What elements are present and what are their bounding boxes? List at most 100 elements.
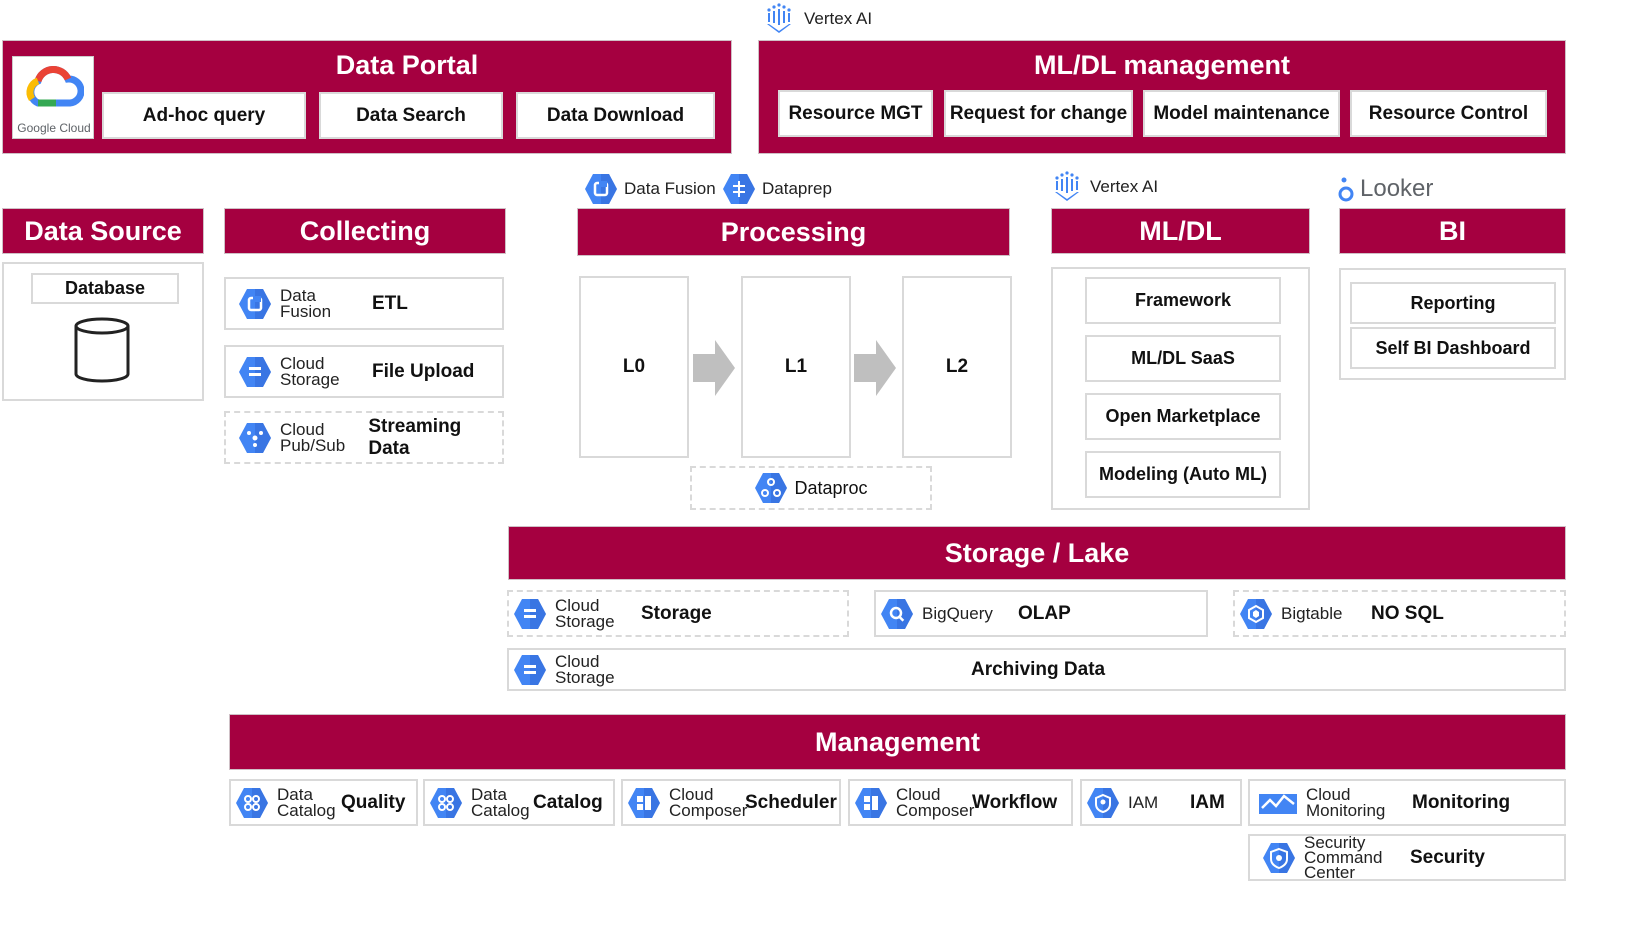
adhoc-query-button[interactable]: Ad-hoc query — [102, 92, 306, 139]
mgmt-svc1: Cloud — [669, 784, 714, 804]
data-fusion-icon — [584, 172, 618, 206]
data-catalog-icon — [235, 786, 269, 820]
cloud-storage-icon — [238, 355, 272, 389]
file-upload-label: File Upload — [372, 360, 475, 382]
model-maintenance-button[interactable]: Model maintenance — [1143, 90, 1340, 137]
looker-logo: Looker — [1338, 172, 1433, 206]
iam-svc-label: IAM — [1128, 792, 1159, 812]
storage-svc2: Storage — [555, 611, 615, 631]
modeling-automl-item: Modeling (Auto ML) — [1085, 451, 1281, 498]
open-marketplace-item: Open Marketplace — [1085, 393, 1281, 440]
database-icon — [74, 317, 130, 383]
security-role: Security — [1410, 846, 1485, 868]
vertex-ai-top-label: Vertex AI — [762, 2, 872, 36]
mgmt-cell-security: Security Command Center Security — [1248, 834, 1566, 881]
database-label: Database — [31, 273, 179, 304]
nosql-role: NO SQL — [1371, 602, 1444, 624]
data-fusion-icon — [238, 287, 272, 321]
olap-role: OLAP — [1018, 602, 1071, 624]
framework-item: Framework — [1085, 277, 1281, 324]
processing-tool-data-fusion: Data Fusion — [584, 172, 716, 206]
dataproc-box: Dataproc — [690, 466, 932, 510]
google-cloud-logo: Google Cloud — [12, 56, 94, 139]
collecting-svc2: Fusion — [280, 301, 332, 321]
dataprep-icon — [722, 172, 756, 206]
storage-svc1: Cloud — [555, 595, 600, 615]
mgmt-svc2: Monitoring — [1306, 800, 1386, 820]
security-svc1: Security — [1304, 833, 1366, 852]
looker-text: Looker — [1360, 175, 1434, 202]
archive-svc1: Cloud — [555, 651, 600, 671]
data-source-header: Data Source — [2, 208, 204, 254]
dataproc-label: Dataproc — [794, 477, 868, 498]
scheduler-role: Scheduler — [745, 791, 837, 813]
bigtable-icon — [1239, 597, 1273, 631]
cloud-composer-icon — [854, 786, 888, 820]
mldl-box — [1051, 267, 1310, 510]
ml-management-title: ML/DL management — [1033, 50, 1291, 80]
quality-role: Quality — [341, 791, 406, 813]
vertex-ai-mldl-text: Vertex AI — [1090, 177, 1159, 196]
collecting-svc2: Pub/Sub — [280, 435, 346, 455]
mldl-saas-item: ML/DL SaaS — [1085, 335, 1281, 382]
processing-tool-dataprep: Dataprep — [722, 172, 832, 206]
vertex-ai-icon — [1055, 171, 1079, 201]
security-command-center-icon — [1262, 841, 1296, 875]
streaming-data-label: Streaming Data — [368, 415, 462, 459]
processing-header: Processing — [577, 208, 1010, 256]
security-svc2: Command — [1304, 848, 1383, 867]
mgmt-svc2: Composer — [669, 800, 748, 820]
bigquery-icon — [880, 597, 914, 631]
mgmt-svc1: Cloud — [1306, 784, 1351, 804]
bigquery-label: BigQuery — [922, 603, 993, 623]
storage-lake-header: Storage / Lake — [508, 526, 1566, 580]
data-source-box — [2, 262, 204, 401]
data-catalog-icon — [429, 786, 463, 820]
iam-role: IAM — [1190, 791, 1225, 813]
google-cloud-logo-text: Google Cloud — [17, 121, 91, 135]
iam-icon — [1086, 786, 1120, 820]
mldl-header: ML/DL — [1051, 208, 1310, 254]
request-for-change-button[interactable]: Request for change — [944, 90, 1133, 137]
arrow-right-icon — [693, 340, 735, 396]
cloud-monitoring-icon — [1259, 793, 1297, 814]
storage-cell-olap: BigQuery OLAP — [874, 590, 1208, 637]
cloud-storage-icon — [513, 597, 547, 631]
vertex-ai-icon — [767, 3, 791, 33]
bigtable-label: Bigtable — [1281, 603, 1343, 623]
monitoring-role: Monitoring — [1412, 791, 1511, 813]
resource-control-button[interactable]: Resource Control — [1350, 90, 1547, 137]
level-l1: L1 — [741, 276, 851, 458]
mgmt-svc2: Catalog — [277, 800, 336, 820]
dataproc-icon — [754, 471, 788, 505]
dataprep-label: Dataprep — [762, 179, 832, 198]
cloud-storage-icon — [513, 653, 547, 687]
mgmt-cell-iam: IAM IAM — [1080, 779, 1242, 826]
data-portal-title: Data Portal — [335, 50, 479, 80]
mgmt-svc1: Data — [277, 784, 313, 804]
reporting-item: Reporting — [1350, 282, 1556, 324]
data-download-button[interactable]: Data Download — [516, 92, 715, 139]
google-cloud-icon — [26, 66, 84, 107]
mgmt-svc2: Catalog — [471, 800, 530, 820]
workflow-role: Workflow — [972, 791, 1058, 813]
collecting-svc1: Cloud — [280, 419, 325, 439]
mgmt-svc1: Data — [471, 784, 507, 804]
data-search-button[interactable]: Data Search — [319, 92, 503, 139]
bi-box — [1339, 268, 1566, 380]
security-svc3: Center — [1304, 863, 1356, 882]
data-fusion-label: Data Fusion — [624, 179, 716, 198]
collecting-svc1: Cloud — [280, 353, 325, 373]
resource-mgt-button[interactable]: Resource MGT — [778, 90, 933, 137]
vertex-ai-mldl-label: Vertex AI — [1050, 170, 1158, 204]
storage-role: Storage — [641, 602, 712, 624]
